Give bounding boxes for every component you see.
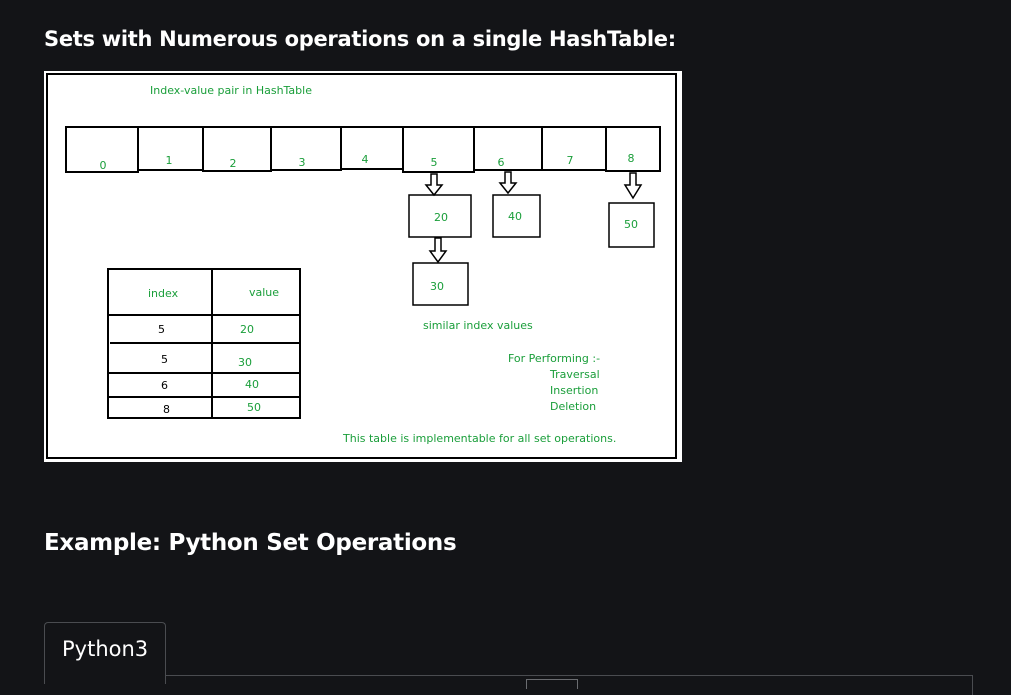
node-box-20 bbox=[408, 194, 472, 238]
table-cell-index: 5 bbox=[158, 323, 165, 336]
diagram-frame bbox=[46, 73, 677, 459]
slot-label: 0 bbox=[100, 159, 107, 172]
slot-label: 2 bbox=[230, 157, 237, 170]
slot-box-4 bbox=[340, 126, 404, 170]
node-box-30 bbox=[412, 262, 469, 306]
table-cell-value: 40 bbox=[245, 378, 259, 391]
section-heading-hashtable: Sets with Numerous operations on a singl… bbox=[44, 27, 676, 51]
section-heading-example: Example: Python Set Operations bbox=[44, 530, 457, 556]
footer-note: This table is implementable for all set … bbox=[342, 432, 616, 445]
chain-arrows bbox=[424, 171, 643, 264]
slot-label: 5 bbox=[431, 156, 438, 169]
hashtable-diagram-image: Index-value pair in HashTable 0 1 2 3 4 … bbox=[44, 71, 682, 462]
arrow-down-icon bbox=[498, 171, 518, 195]
arrow-down-icon bbox=[623, 172, 643, 200]
slot-box-6 bbox=[473, 126, 543, 171]
table-cell-index: 8 bbox=[163, 403, 170, 416]
index-value-table bbox=[107, 268, 301, 419]
slot-box-3 bbox=[270, 126, 342, 171]
table-cell-index: 5 bbox=[161, 353, 168, 366]
chain-node-labels: 20 30 40 50 bbox=[430, 210, 638, 293]
code-toolbar-button[interactable] bbox=[526, 679, 578, 689]
table-text: index value 5 20 5 30 6 40 8 50 bbox=[148, 286, 279, 416]
slot-label: 3 bbox=[299, 156, 306, 169]
slot-box-8 bbox=[605, 126, 661, 172]
node-value: 30 bbox=[430, 280, 444, 293]
node-box-40 bbox=[492, 194, 541, 238]
node-box-50 bbox=[608, 202, 655, 248]
diagram-caption: Index-value pair in HashTable bbox=[150, 84, 312, 97]
table-cell-value: 50 bbox=[247, 401, 261, 414]
similar-index-note: similar index values bbox=[423, 319, 533, 332]
table-cell-value: 30 bbox=[238, 356, 252, 369]
chain-nodes bbox=[408, 194, 655, 306]
slot-labels: 0 1 2 3 4 5 6 7 8 bbox=[100, 152, 635, 172]
arrow-down-icon bbox=[424, 173, 444, 197]
table-header-value: value bbox=[249, 286, 279, 299]
operation-item: Traversal bbox=[549, 368, 600, 381]
performing-title: For Performing :- bbox=[508, 352, 600, 365]
slot-label: 7 bbox=[567, 154, 574, 167]
slot-label: 8 bbox=[628, 152, 635, 165]
operation-item: Deletion bbox=[550, 400, 596, 413]
hashtable-slots bbox=[65, 126, 661, 173]
node-value: 50 bbox=[624, 218, 638, 231]
slot-label: 4 bbox=[362, 153, 369, 166]
slot-label: 6 bbox=[498, 156, 505, 169]
node-value: 40 bbox=[508, 210, 522, 223]
slot-box-2 bbox=[202, 126, 272, 172]
slot-box-5 bbox=[402, 126, 475, 173]
table-cell-index: 6 bbox=[161, 379, 168, 392]
hashtable-diagram: Index-value pair in HashTable 0 1 2 3 4 … bbox=[46, 73, 677, 459]
table-cell-value: 20 bbox=[240, 323, 254, 336]
slot-box-7 bbox=[541, 126, 607, 171]
tab-python3[interactable]: Python3 bbox=[44, 622, 166, 684]
slot-label: 1 bbox=[166, 154, 173, 167]
table-header-index: index bbox=[148, 287, 179, 300]
node-value: 20 bbox=[434, 211, 448, 224]
diagram-notes: similar index values For Performing :- T… bbox=[342, 319, 616, 445]
operation-item: Insertion bbox=[550, 384, 598, 397]
arrow-down-icon bbox=[428, 237, 448, 264]
